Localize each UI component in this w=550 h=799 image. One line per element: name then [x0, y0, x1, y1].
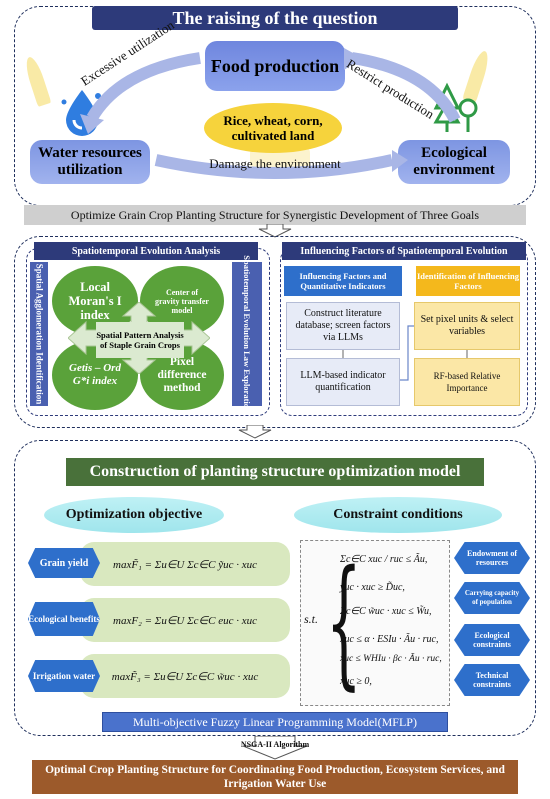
constraint-2: ỹuc · xuc ≥ D̃uc, — [340, 582, 405, 593]
constraint-3: Σc∈C w̃uc · xuc ≤ W̃u, — [340, 606, 432, 617]
identification-header: Identification of Influencing Factors — [416, 266, 520, 296]
constraint-5: xuc ≤ WHIu · βc · Ãu · ruc, — [340, 654, 442, 664]
resources-endowment-tag: Endowment of resources — [454, 542, 530, 574]
ecological-environment-node: Ecological environment — [398, 140, 510, 184]
section-analysis — [14, 236, 536, 428]
damage-environment-label: Damage the environment — [209, 156, 341, 171]
right-panel-title: Influencing Factors of Spatiotemporal Ev… — [282, 242, 526, 260]
down-arrow-icon — [238, 425, 272, 439]
food-production-node: Food production — [205, 41, 345, 91]
ecological-benefits-formula: maxF₂ = Σu∈U Σc∈C euc · xuc — [80, 598, 290, 642]
st-label: s.t. — [304, 612, 319, 626]
population-capacity-tag: Carrying capacity of population — [454, 582, 530, 614]
evolution-law-label: Spatiotemporal Evolution Law Exploration — [232, 255, 262, 413]
constraints-box — [300, 540, 450, 706]
left-panel-title: Spatiotemporal Evolution Analysis — [34, 242, 258, 260]
down-arrow-icon — [258, 224, 292, 238]
constraint-4: xuc ≤ α · ESIu · Ãu · ruc, — [340, 634, 439, 645]
irrigation-water-label: Irrigation water — [28, 660, 100, 692]
nsga-label: NSGA-II Algorithm — [240, 740, 310, 749]
spatial-pattern-center: Spatial Pattern Analysis of Staple Grain… — [96, 322, 184, 358]
mflp-bar: Multi-objective Fuzzy Linear Programming… — [102, 712, 448, 732]
connector-arrows — [342, 325, 468, 381]
optimize-banner: Optimize Grain Crop Planting Structure f… — [24, 205, 526, 225]
constraint-1: Σc∈C xuc / ruc ≤ Ãu, — [340, 554, 428, 565]
constraint-6: xuc ≥ 0, — [340, 676, 372, 687]
model-title: Construction of planting structure optim… — [66, 458, 484, 486]
water-resources-node: Water resources utilization — [30, 140, 150, 184]
ecological-constraints-tag: Ecological constraints — [454, 624, 530, 656]
final-result-bar: Optimal Crop Planting Structure for Coor… — [32, 760, 518, 794]
pixel-units-box: Set pixel units & select variables — [414, 302, 520, 350]
spatial-agglomeration-label: Spatial Agglomeration Identification — [30, 262, 48, 406]
grain-yield-label: Grain yield — [28, 548, 100, 578]
optimization-objective-header: Optimization objective — [44, 497, 224, 533]
brace: { — [326, 541, 362, 704]
literature-database-box: Construct literature database; screen fa… — [286, 302, 400, 350]
irrigation-water-formula: maxF̃₃ = Σu∈U Σc∈C w̃uc · xuc — [80, 654, 290, 698]
section-title: The raising of the question — [92, 6, 458, 30]
technical-constraints-tag: Technical constraints — [454, 664, 530, 696]
indicator-quantification-box: LLM-based indicator quantification — [286, 358, 400, 406]
rf-importance-box: RF-based Relative Importance — [414, 358, 520, 406]
factors-indicators-header: Influencing Factors and Quantitative Ind… — [284, 266, 402, 296]
constraint-conditions-header: Constraint conditions — [294, 497, 502, 533]
nsga-arrow-icon — [242, 736, 308, 760]
ecological-benefits-label: Ecological benefits — [28, 602, 100, 636]
crops-node: Rice, wheat, corn, cultivated land — [204, 103, 342, 153]
grain-yield-formula: maxF̃₁ = Σu∈U Σc∈C ỹuc · xuc — [80, 542, 290, 586]
tree-icon — [433, 82, 478, 132]
cycle-arrows — [80, 48, 461, 179]
